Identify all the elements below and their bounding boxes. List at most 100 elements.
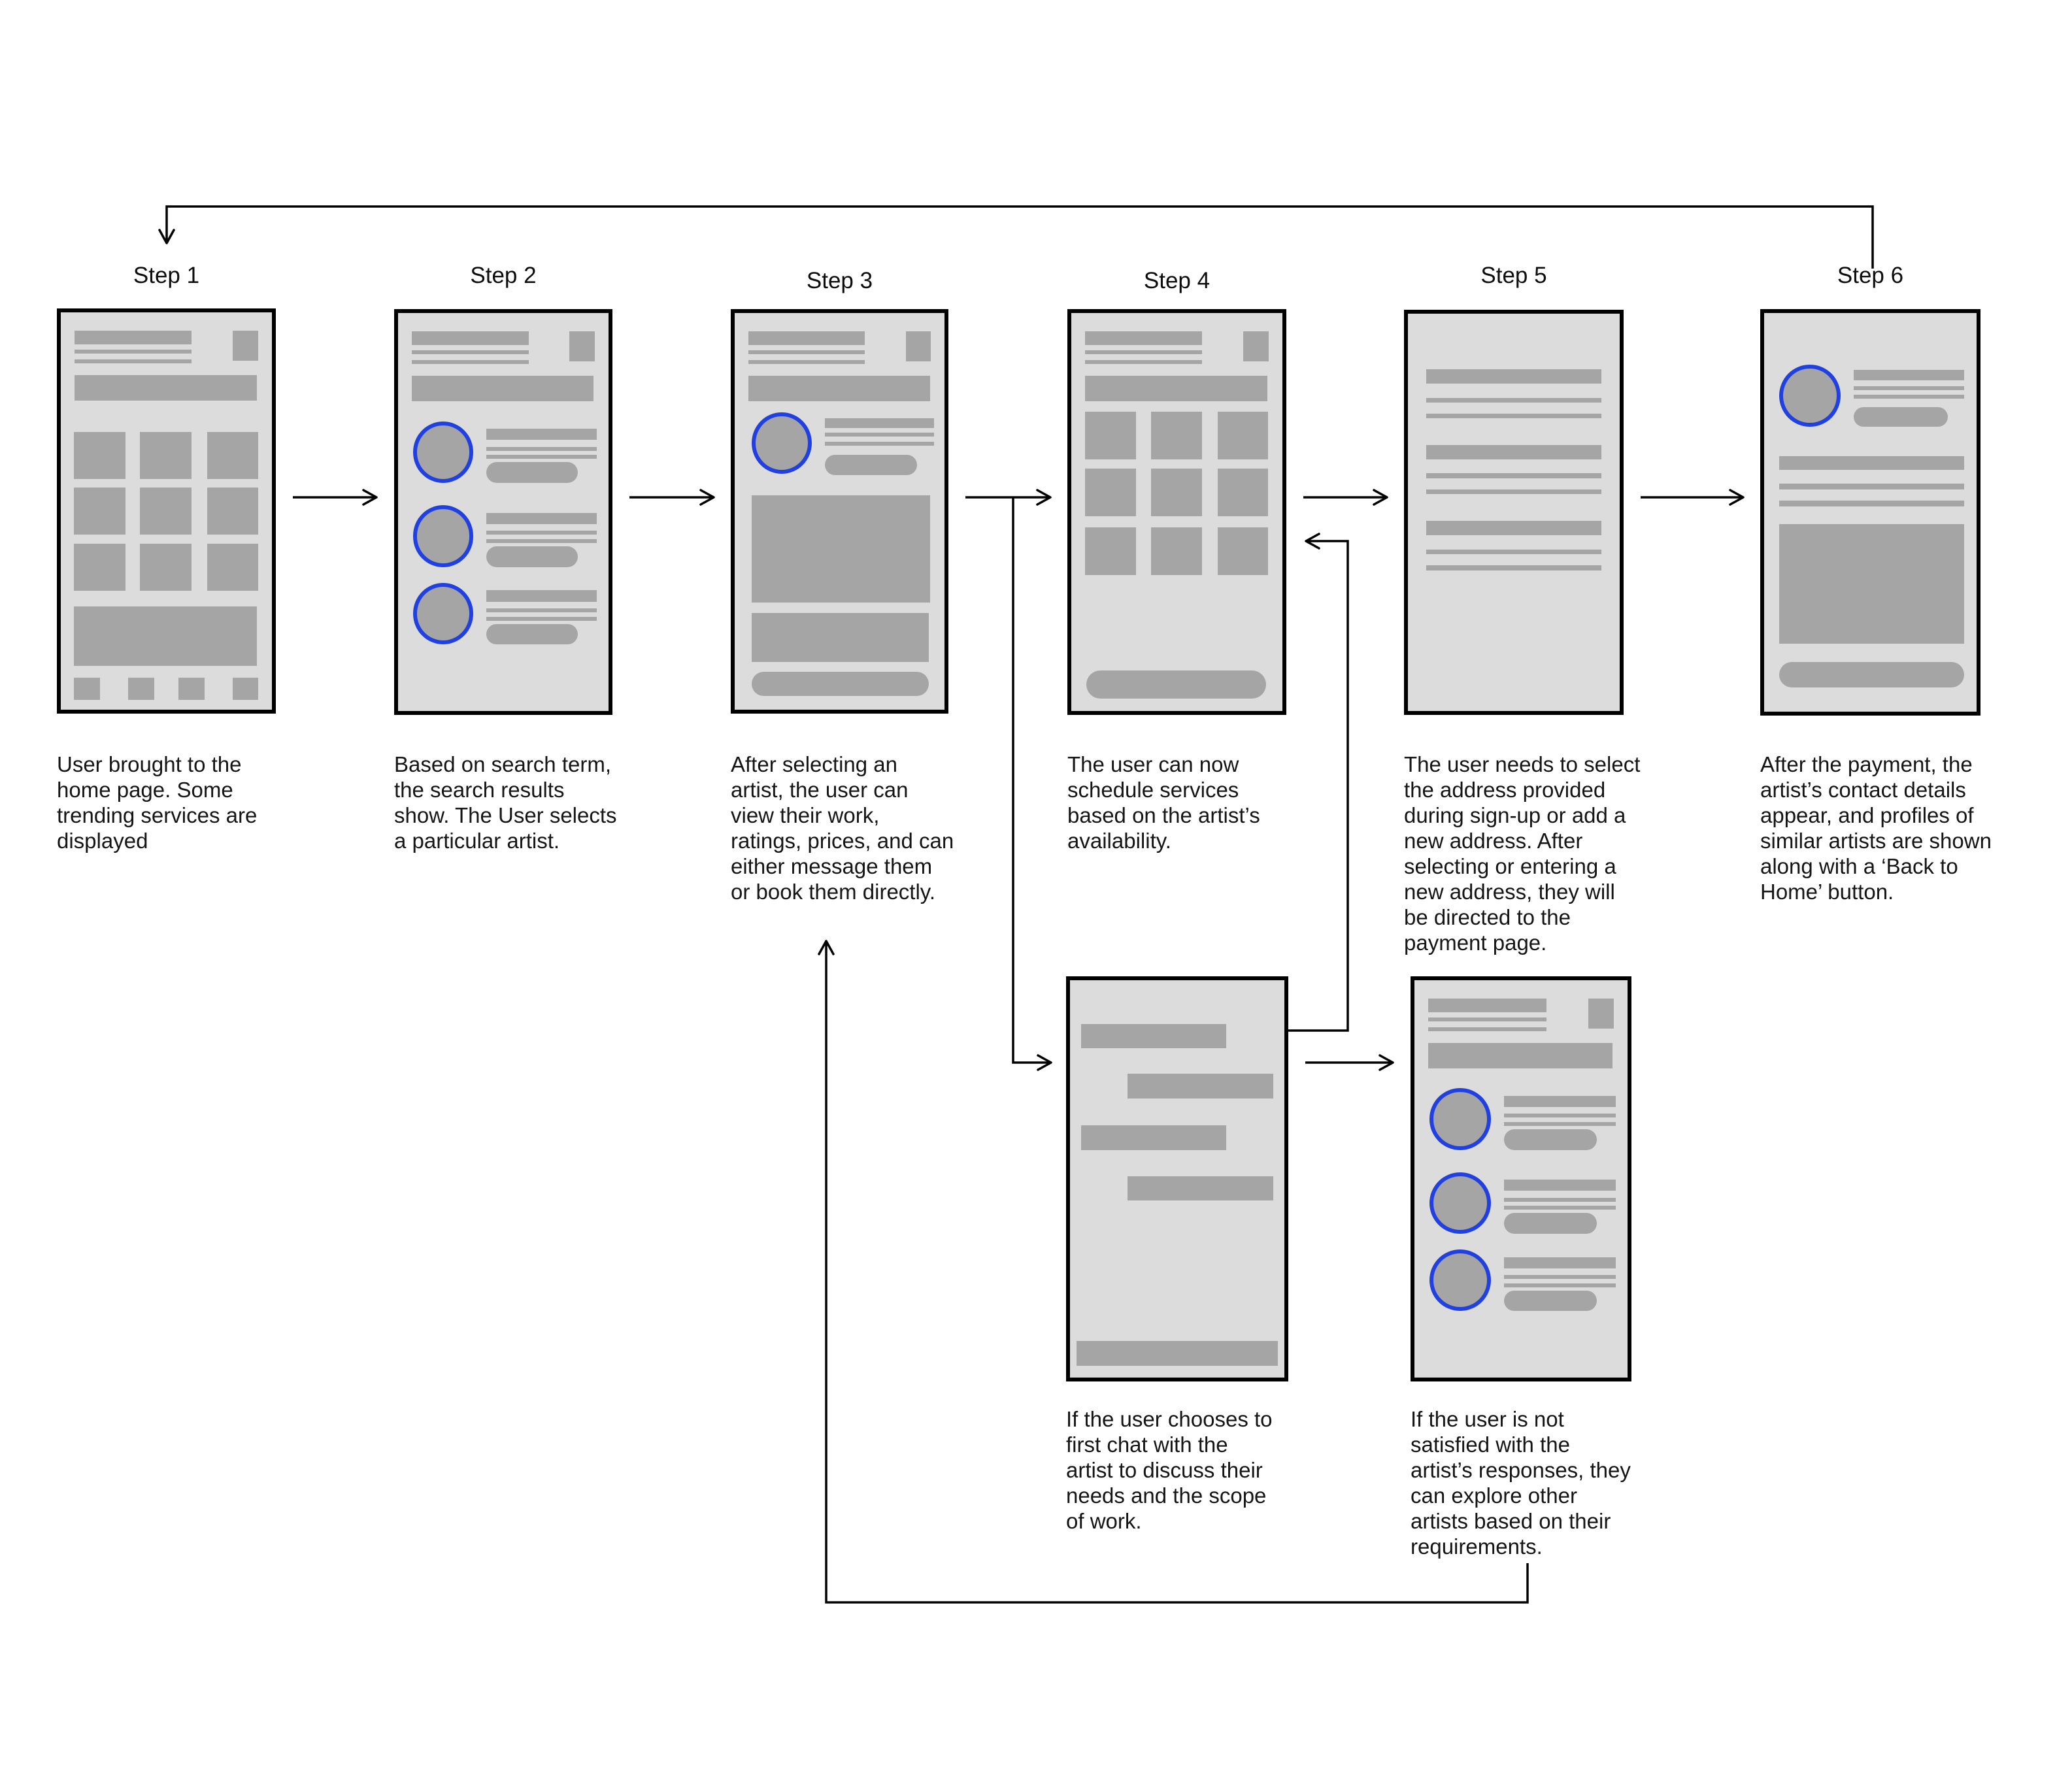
- avatar-circle: [1429, 1088, 1491, 1150]
- wireframe-step-3: [731, 309, 948, 714]
- avatar-circle: [751, 412, 812, 474]
- item-title-bar: [486, 429, 597, 440]
- item-title-bar: [486, 512, 597, 524]
- header-title-bar: [1084, 331, 1203, 345]
- item-title-bar: [1503, 1095, 1616, 1107]
- step-caption-2: Based on search term, the search results…: [394, 752, 617, 853]
- header-line: [74, 359, 192, 363]
- item-text-line: [1503, 1122, 1616, 1127]
- item-text-line: [486, 608, 597, 612]
- grid-tile: [74, 432, 125, 480]
- header-thumbnail: [1588, 998, 1614, 1029]
- item-text-line: [486, 446, 597, 451]
- step-caption-1: User brought to the home page. Some tren…: [57, 752, 258, 853]
- grid-tile: [140, 432, 192, 480]
- chat-input-bar: [1077, 1341, 1278, 1366]
- header-thumbnail: [569, 331, 595, 362]
- address-text-line: [1426, 397, 1602, 403]
- step-label-5: Step 5: [1480, 263, 1547, 288]
- nav-tile: [128, 678, 155, 701]
- item-title-bar: [1503, 1180, 1616, 1191]
- item-text-line: [1503, 1114, 1616, 1118]
- chat-bubble-left: [1081, 1125, 1227, 1150]
- item-text-line: [486, 455, 597, 459]
- header-line: [1428, 1017, 1547, 1022]
- address-title-bar: [1426, 444, 1602, 459]
- grid-tile: [140, 543, 192, 591]
- header-line: [74, 350, 192, 354]
- item-pill: [1503, 1129, 1597, 1150]
- address-text-line: [1426, 473, 1602, 478]
- search-bar-shape: [1084, 376, 1268, 402]
- wireframe-step-1: [57, 308, 276, 714]
- step-label-3: Step 3: [806, 268, 873, 293]
- search-bar-shape: [1428, 1043, 1613, 1068]
- header-line: [748, 359, 865, 364]
- wireframe-explore: [1411, 976, 1631, 1381]
- wireframe-step-4: [1067, 309, 1286, 715]
- grid-tile: [1151, 527, 1202, 575]
- grid-tile: [207, 432, 259, 480]
- step-label-1: Step 1: [133, 263, 200, 288]
- section-text-line: [1779, 484, 1964, 489]
- step-label-6: Step 6: [1837, 263, 1904, 288]
- arrow-chat-return-step4: [1288, 533, 1349, 1032]
- avatar-circle: [1429, 1249, 1491, 1312]
- step-label-4: Step 4: [1143, 268, 1211, 293]
- header-thumbnail: [233, 330, 258, 361]
- arrow-explore-loop-step3: [818, 940, 1529, 1604]
- chat-bubble-left: [1081, 1024, 1227, 1048]
- item-text-line: [1503, 1206, 1616, 1210]
- grid-tile: [74, 488, 125, 535]
- grid-tile: [207, 543, 259, 591]
- grid-tile: [74, 543, 125, 591]
- step-caption-5: The user needs to select the address pro…: [1404, 752, 1641, 955]
- nav-tile: [74, 678, 101, 701]
- avatar-circle: [1779, 364, 1841, 427]
- chat-bubble-right: [1127, 1176, 1273, 1201]
- nav-tile: [232, 678, 259, 701]
- search-bar-shape: [748, 375, 930, 401]
- item-pill: [486, 546, 578, 567]
- item-text-line: [1503, 1275, 1616, 1280]
- grid-tile: [1217, 527, 1269, 575]
- header-line: [411, 350, 529, 355]
- step-label-2: Step 2: [470, 263, 537, 288]
- grid-tile: [1217, 469, 1269, 516]
- primary-button-pill: [1086, 670, 1267, 699]
- avatar-circle: [412, 505, 474, 567]
- section-text-line: [1779, 501, 1964, 506]
- item-text-line: [486, 531, 597, 535]
- primary-button-pill: [751, 671, 929, 697]
- item-title-bar: [825, 418, 934, 429]
- header-title-bar: [1428, 998, 1547, 1012]
- item-pill: [1503, 1213, 1597, 1234]
- address-title-bar: [1426, 521, 1602, 536]
- item-title-bar: [1853, 370, 1964, 381]
- content-block: [1779, 524, 1964, 644]
- item-text-line: [1503, 1197, 1616, 1202]
- address-text-line: [1426, 489, 1602, 495]
- header-thumbnail: [905, 331, 931, 362]
- wireframe-chat: [1066, 976, 1288, 1381]
- chat-bubble-right: [1127, 1073, 1273, 1099]
- item-pill: [1853, 406, 1948, 427]
- step-caption-4: The user can now schedule services based…: [1067, 752, 1260, 853]
- banner-block: [74, 606, 258, 667]
- step-caption-3: After selecting an artist, the user can …: [731, 752, 954, 904]
- header-line: [748, 350, 865, 355]
- wireframe-step-2: [394, 309, 612, 715]
- nav-tile: [178, 678, 205, 701]
- grid-tile: [207, 488, 259, 535]
- item-text-line: [825, 441, 934, 446]
- item-text-line: [1853, 386, 1964, 390]
- wireframe-step-6: [1760, 309, 1980, 716]
- grid-tile: [1085, 412, 1136, 459]
- content-block: [751, 495, 930, 603]
- header-line: [1084, 350, 1203, 355]
- chat-caption: If the user chooses to first chat with t…: [1066, 1407, 1273, 1533]
- arrow-step3-branch-chat: [1012, 497, 1052, 1071]
- item-title-bar: [486, 590, 597, 602]
- grid-tile: [140, 488, 192, 535]
